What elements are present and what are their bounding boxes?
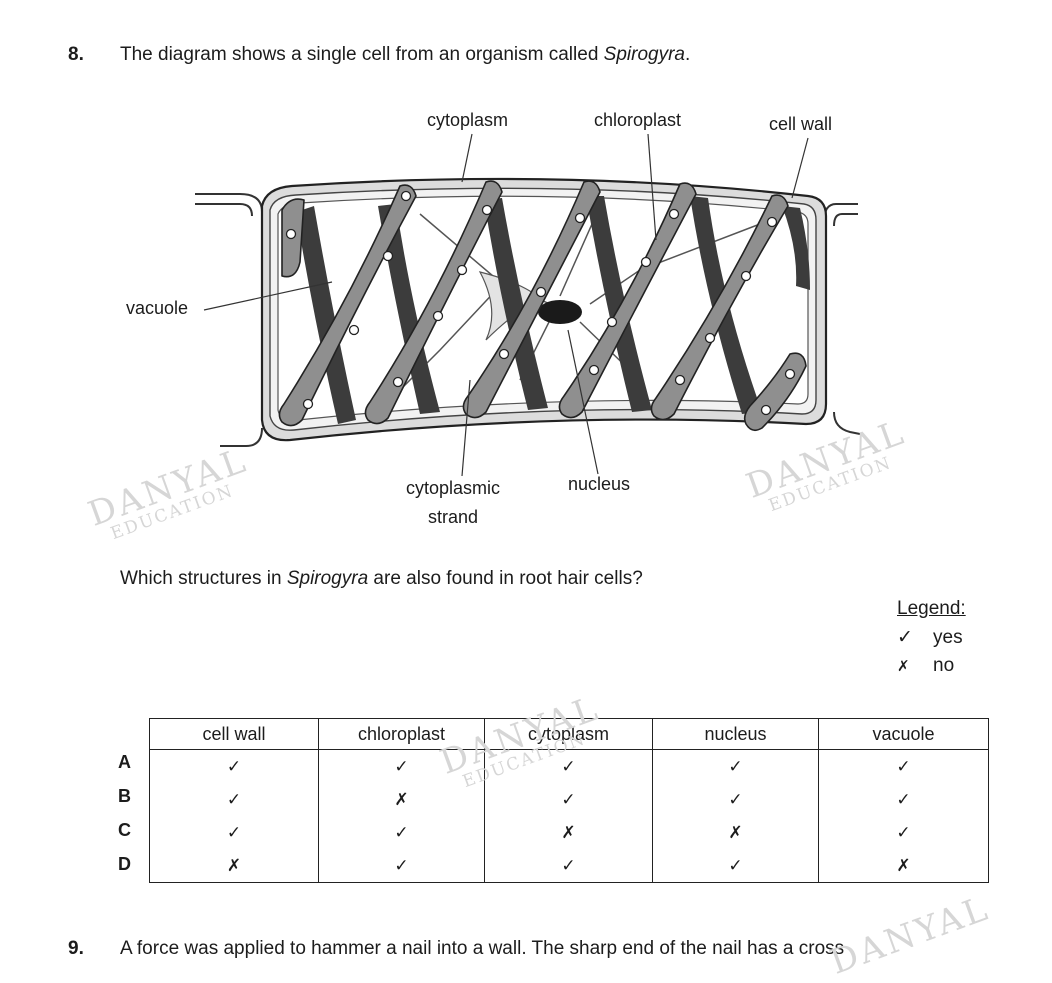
row-label-b: B — [118, 786, 131, 806]
table-cell: ✓ — [149, 816, 319, 849]
table-cell: ✓ — [652, 749, 819, 783]
prompt-end: are also found in root hair cells? — [368, 568, 643, 589]
table-cell: ✓ — [318, 749, 485, 783]
header-chloroplast: chloroplast — [318, 718, 485, 750]
left-neighbour-wall-inner — [195, 203, 253, 217]
legend-no-label: no — [933, 655, 955, 676]
label-pointer-lines — [203, 133, 809, 477]
header-cytoplasm: cytoplasm — [484, 718, 653, 750]
table-cell: ✓ — [652, 849, 819, 883]
table-cell: ✓ — [818, 783, 989, 816]
prompt-text: Which structures in — [120, 568, 287, 589]
left-neighbour-wall-bottom — [220, 427, 263, 447]
cross-icon: ✗ — [897, 658, 910, 675]
label-cell-wall: cell wall — [769, 114, 833, 134]
table-row: ✗ ✓ ✓ ✓ ✗ — [149, 849, 989, 883]
label-chloroplast: chloroplast — [594, 110, 682, 130]
watermark-line1: DANYAL — [824, 888, 996, 983]
question-8-intro: The diagram shows a single cell from an … — [120, 44, 690, 66]
row-label-d: D — [118, 854, 131, 874]
label-strand-line1: cytoplasmic — [405, 478, 501, 498]
prompt-organism: Spirogyra — [286, 568, 369, 589]
table-cell: ✓ — [149, 783, 319, 816]
watermark: DANYAL — [824, 888, 996, 983]
table-cell: ✗ — [818, 849, 989, 883]
table-cell: ✓ — [318, 816, 485, 849]
chloroplast-front-ribbons — [278, 180, 807, 432]
legend-yes: ✓ yes — [897, 626, 966, 649]
header-vacuole: vacuole — [818, 718, 989, 750]
table-cell: ✓ — [484, 849, 653, 883]
question-8-prompt: Which structures in Spirogyra are also f… — [120, 568, 643, 590]
table-cell: ✓ — [149, 749, 319, 783]
table-cell: ✓ — [484, 783, 653, 816]
header-cell-wall: cell wall — [149, 718, 319, 750]
table-cell: ✗ — [149, 849, 319, 883]
table-cell: ✓ — [652, 783, 819, 816]
table-cell: ✓ — [318, 849, 485, 883]
label-strand-line2: strand — [427, 507, 479, 527]
table-cell: ✓ — [818, 816, 989, 849]
table-header-row: cell wall chloroplast cytoplasm nucleus … — [149, 718, 989, 750]
table-cell: ✗ — [484, 816, 653, 849]
intro-end: . — [685, 44, 691, 65]
label-cytoplasm: cytoplasm — [427, 110, 509, 130]
legend-title: Legend: — [897, 598, 966, 619]
legend-no: ✗ no — [897, 655, 966, 677]
legend: Legend: ✓ yes ✗ no — [897, 598, 966, 677]
table-cell: ✗ — [318, 783, 485, 816]
row-label-a: A — [118, 752, 131, 772]
question-8-number: 8. — [68, 44, 84, 65]
table-cell: ✗ — [652, 816, 819, 849]
check-icon: ✓ — [897, 627, 913, 648]
question-9-text: A force was applied to hammer a nail int… — [120, 938, 845, 959]
pyrenoids — [285, 190, 796, 416]
right-neighbour-wall-inner — [833, 213, 858, 227]
table-row: ✓ ✓ ✗ ✗ ✓ — [149, 816, 989, 849]
intro-organism: Spirogyra — [603, 44, 685, 65]
label-nucleus: nucleus — [568, 474, 631, 494]
label-vacuole: vacuole — [126, 298, 189, 318]
nucleus — [538, 300, 582, 324]
legend-yes-label: yes — [933, 627, 963, 648]
intro-text: The diagram shows a single cell from an … — [120, 44, 604, 65]
header-nucleus: nucleus — [652, 718, 819, 750]
table-cell: ✓ — [818, 749, 989, 783]
spirogyra-cell-diagram — [195, 133, 861, 477]
question-9-number: 9. — [68, 938, 84, 959]
label-cytoplasmic-strand: cytoplasmic strand — [393, 474, 513, 532]
row-label-c: C — [118, 820, 131, 840]
right-neighbour-wall-bottom — [833, 411, 861, 435]
table-row: ✓ ✗ ✓ ✓ ✓ — [149, 783, 989, 816]
answer-table: cell wall chloroplast cytoplasm nucleus … — [149, 718, 989, 883]
table-row: ✓ ✓ ✓ ✓ ✓ — [149, 749, 989, 783]
